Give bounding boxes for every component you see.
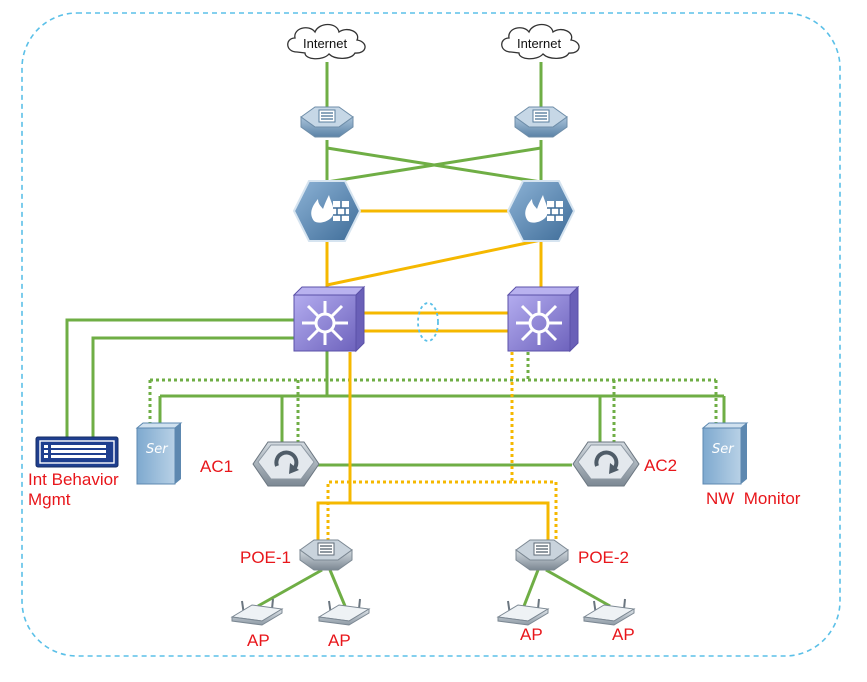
ap2-label: AP: [328, 631, 351, 650]
behavior-mgmt-appliance-icon: [35, 436, 119, 468]
ap4-label: AP: [612, 625, 635, 644]
link-core-poe-left: [316, 352, 352, 540]
poe2-switch-icon: [515, 539, 569, 571]
server-left-text: Ser: [146, 442, 168, 457]
ap4-access-point-icon: [582, 598, 636, 626]
ac1-wireless-controller-icon: [252, 441, 320, 487]
link-poe2-ap4: [545, 568, 611, 608]
core-switch-left-icon: [292, 285, 366, 353]
ap3-access-point-icon: [496, 598, 550, 626]
server-left-icon: [135, 422, 183, 485]
poe2-label: POE-2: [578, 548, 630, 567]
ap1-access-point-icon: [230, 598, 284, 626]
link-poe2-ap3: [522, 569, 540, 607]
stack-indicator: [417, 302, 439, 342]
core-switch-right-icon: [506, 285, 580, 353]
router-right-icon: [514, 106, 568, 138]
router-left-icon: [300, 106, 354, 138]
internet-right-label: Internet: [517, 36, 562, 51]
link-poe1-ap1: [257, 568, 323, 608]
links: [65, 62, 726, 608]
server-right-text: Ser: [712, 442, 734, 457]
link-dotted-core-poe-left: [326, 480, 512, 540]
ac1-label: AC1: [200, 457, 234, 476]
network-boundary: [21, 12, 841, 657]
ac2-label: AC2: [644, 456, 678, 475]
link-behavior-core-1: [65, 318, 296, 440]
ap2-access-point-icon: [317, 598, 371, 626]
link-firewall-core-cross: [326, 238, 542, 287]
ac2-wireless-controller-icon: [572, 441, 640, 487]
poe1-switch-icon: [299, 539, 353, 571]
link-behavior-core-2: [91, 336, 296, 440]
internet-right-cloud-icon: [501, 23, 580, 60]
behavior-mgmt-label: Int Behavior Mgmt: [28, 470, 119, 510]
link-poe1-ap2: [328, 569, 347, 607]
link-core-poe-right: [350, 501, 550, 540]
ap3-label: AP: [520, 625, 543, 644]
internet-left-cloud-icon: [287, 23, 366, 60]
link-dotted-core-poe-right: [510, 352, 558, 540]
poe1-label: POE-1: [240, 548, 292, 567]
nw-monitor-label: NW Monitor: [706, 489, 801, 508]
firewall-right-icon: [506, 180, 576, 242]
link-router-cross-2: [326, 146, 542, 184]
server-right-icon: [701, 422, 749, 485]
ap1-label: AP: [247, 631, 270, 650]
behavior-mgmt-label-line1: Int Behavior: [28, 470, 119, 489]
firewall-left-icon: [292, 180, 362, 242]
internet-left-label: Internet: [303, 36, 348, 51]
behavior-mgmt-label-line2: Mgmt: [28, 490, 71, 509]
